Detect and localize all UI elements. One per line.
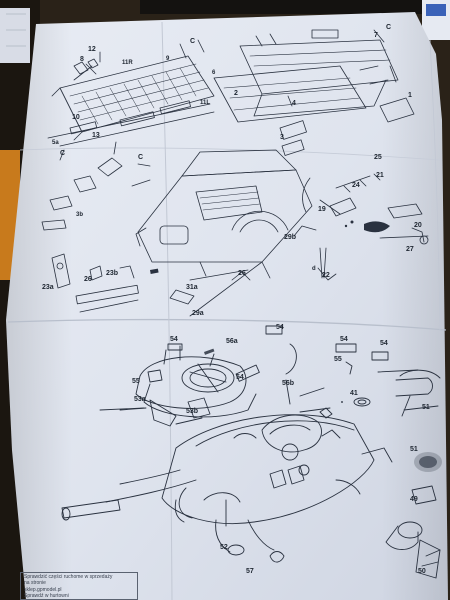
part-label-54: 54 bbox=[170, 336, 178, 343]
part-label-52: 52 bbox=[220, 544, 228, 551]
part-label-55: 55 bbox=[132, 378, 140, 385]
part-label-20: 20 bbox=[414, 222, 422, 229]
part-label-54: 54 bbox=[276, 324, 284, 331]
part-label-7: 7 bbox=[374, 32, 378, 39]
part-label-56b: 56b bbox=[282, 380, 295, 387]
part-label-51: 51 bbox=[422, 404, 430, 411]
part-label-26: 26 bbox=[238, 270, 246, 277]
part-label-c: C bbox=[138, 154, 144, 161]
part-label-53a: 53a bbox=[134, 396, 146, 403]
part-label-23a: 23a bbox=[42, 284, 54, 291]
part-label-54: 54 bbox=[340, 336, 348, 343]
part-label-31a: 31a bbox=[186, 284, 198, 291]
part-label-21: 21 bbox=[376, 172, 384, 179]
part-label-22: 22 bbox=[322, 272, 330, 279]
part-label-54: 54 bbox=[380, 340, 388, 347]
part-label-41: 41 bbox=[350, 390, 358, 397]
part-label-56a: 56a bbox=[226, 338, 238, 345]
part-label-29b: 29b bbox=[284, 234, 297, 241]
part-label-50: 50 bbox=[418, 568, 426, 575]
part-label-c: C bbox=[190, 38, 196, 45]
part-label-49: 49 bbox=[410, 496, 418, 503]
part-label-5a: 5a bbox=[52, 140, 59, 146]
part-label-26: 26 bbox=[84, 276, 92, 283]
part-label-3: 3 bbox=[280, 134, 284, 141]
part-label-4: 4 bbox=[292, 100, 296, 107]
part-label-d: d bbox=[312, 266, 316, 272]
part-label-23b: 23b bbox=[106, 270, 119, 277]
footer-note-text: Sprawdzić części ruchome w sprzedaży na … bbox=[24, 574, 113, 599]
part-label-27: 27 bbox=[406, 246, 414, 253]
part-label-3b: 3b bbox=[76, 212, 84, 218]
part-label-25: 25 bbox=[374, 154, 382, 161]
part-label-12: 12 bbox=[88, 46, 96, 53]
part-label-54: 54 bbox=[236, 374, 244, 381]
part-label-53b: 53b bbox=[186, 408, 199, 415]
part-label-2: 2 bbox=[234, 90, 238, 97]
part-label-8: 8 bbox=[80, 56, 84, 63]
part-label-c: C bbox=[386, 24, 392, 31]
part-label-11r: 11R bbox=[122, 60, 133, 66]
part-label-c: C bbox=[60, 150, 66, 157]
part-label-1: 1 bbox=[408, 92, 412, 99]
part-label-11l: 11L bbox=[200, 100, 211, 106]
part-label-19: 19 bbox=[318, 206, 326, 213]
part-label-9: 9 bbox=[166, 56, 170, 62]
part-label-51: 51 bbox=[410, 446, 418, 453]
part-label-57: 57 bbox=[246, 568, 254, 575]
part-label-55: 55 bbox=[334, 356, 342, 363]
part-label-13: 13 bbox=[92, 132, 100, 139]
part-label-6: 6 bbox=[212, 70, 216, 76]
part-label-29a: 29a bbox=[192, 310, 204, 317]
part-label-24: 24 bbox=[352, 182, 360, 189]
part-label-10: 10 bbox=[72, 114, 80, 121]
